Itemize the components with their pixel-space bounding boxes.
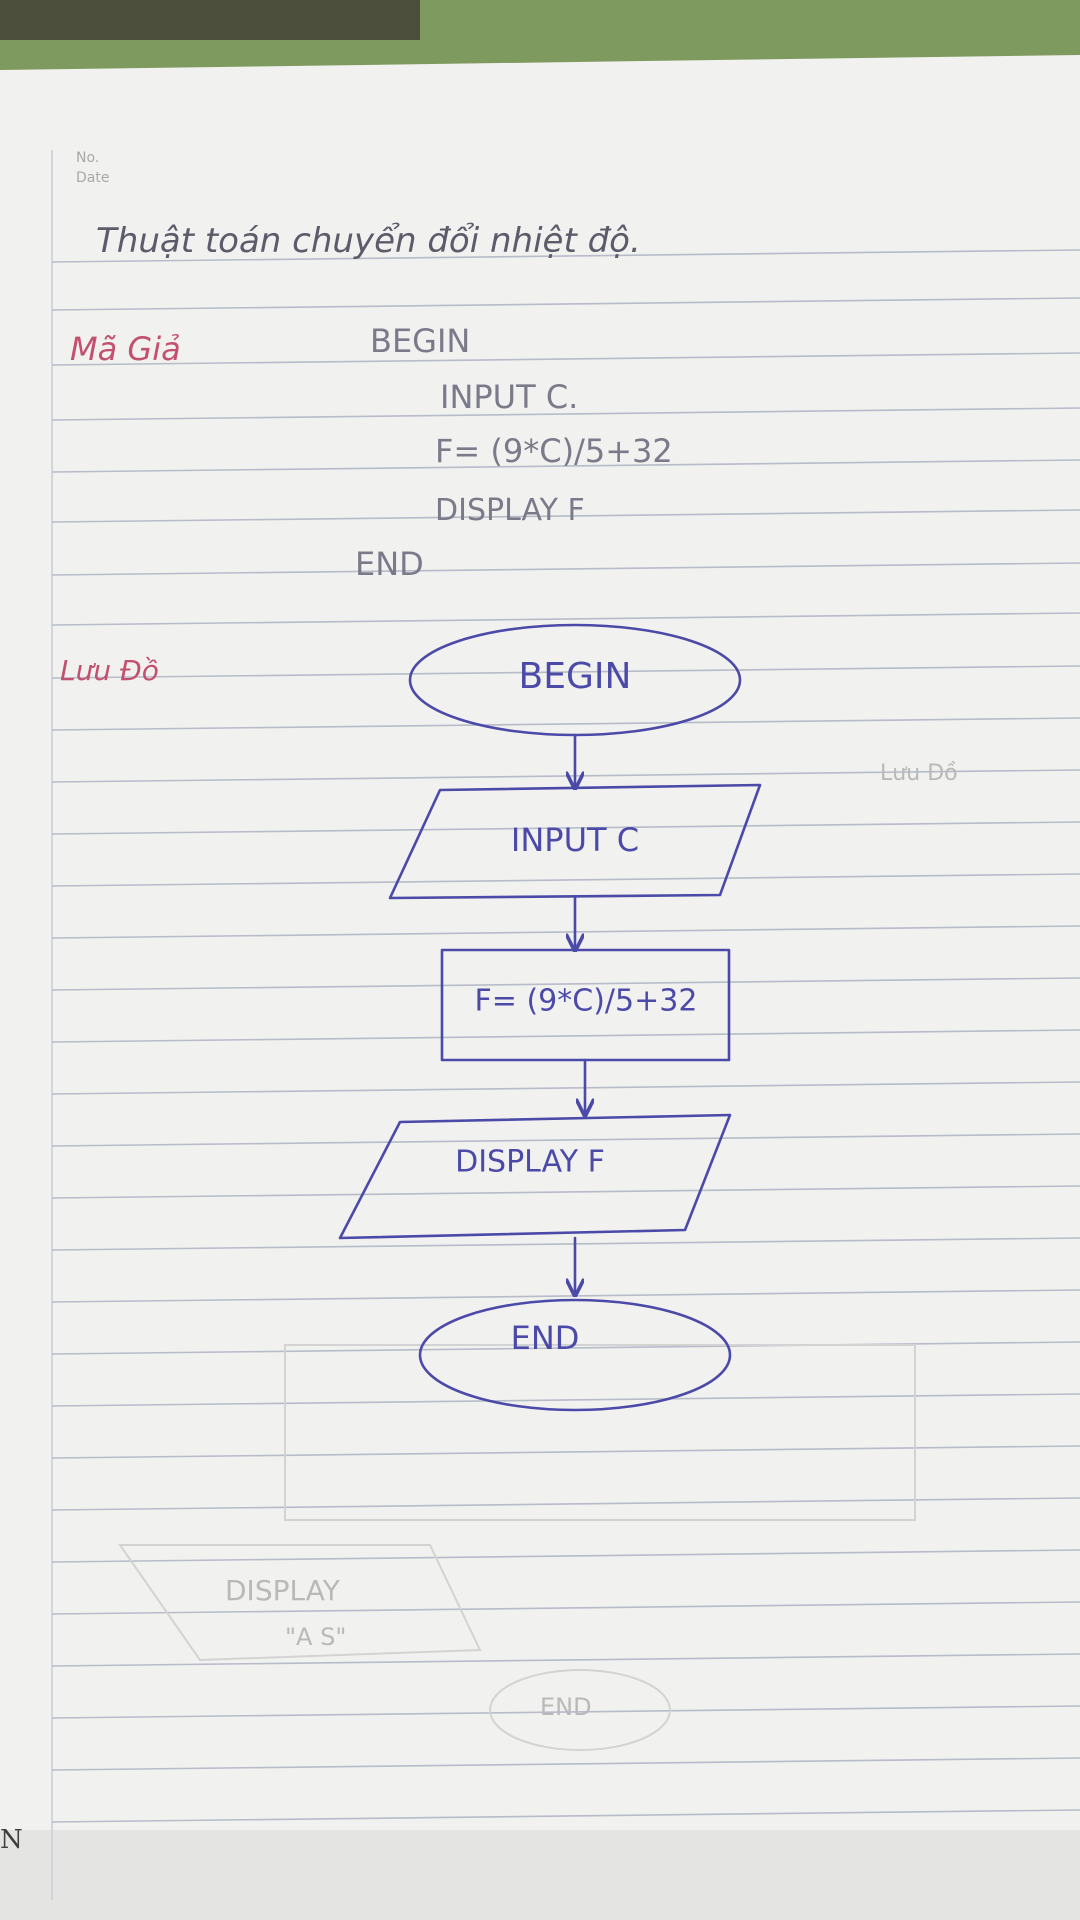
pseudocode-label: Mã Giả (70, 330, 181, 368)
ghost-parallelogram (118, 1544, 482, 1662)
pseudocode-line-end: END (355, 545, 424, 583)
ghost-text-as: "A S" (285, 1623, 346, 1651)
output-text: DISPLAY F (455, 1145, 605, 1180)
ghost-text-luu-do: Lưu Đồ (880, 761, 958, 786)
pseudocode-line-begin: BEGIN (370, 322, 470, 360)
pseudocode-line-input: INPUT C. (440, 378, 578, 416)
ghost-text-end: END (540, 1693, 592, 1721)
start-terminal-text: BEGIN (519, 656, 632, 697)
end-terminal-text: END (511, 1319, 580, 1357)
show-through-marks: DISPLAY "A S" END Lưu Đồ (118, 761, 958, 1751)
input-parallelogram (388, 783, 762, 900)
end-terminal (418, 1298, 732, 1412)
ghost-rectangle (284, 1344, 916, 1521)
page-title: Thuật toán chuyển đổi nhiệt độ. (96, 221, 641, 261)
process-text: F= (9*C)/5+32 (475, 984, 698, 1019)
pseudocode-line-display: DISPLAY F (435, 493, 585, 528)
output-parallelogram (338, 1113, 732, 1240)
margin-letter: N (0, 1825, 23, 1855)
pseudocode-line-formula: F= (9*C)/5+32 (435, 432, 673, 470)
input-text: INPUT C (511, 821, 639, 859)
notebook-page (0, 55, 1080, 1920)
flowchart-label: Lưu Đồ (60, 654, 159, 687)
pseudocode-block: BEGIN INPUT C. F= (9*C)/5+32 DISPLAY F E… (355, 322, 673, 583)
ruled-lines (51, 249, 1080, 1823)
flowchart: BEGIN INPUT C F= (9*C)/5+32 DISPLAY F EN… (338, 623, 762, 1412)
ghost-text-display: DISPLAY (225, 1574, 341, 1607)
no-label: No. (76, 150, 99, 166)
ghost-ellipse (489, 1669, 671, 1751)
pen-object (0, 0, 420, 40)
page-bottom-shadow (0, 1830, 1080, 1920)
date-label: Date (76, 170, 109, 186)
